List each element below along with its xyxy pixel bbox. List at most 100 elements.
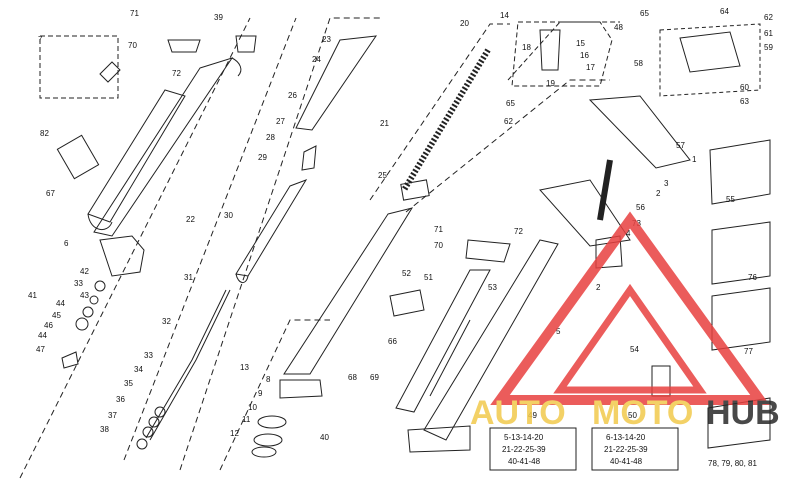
label-27: 27 (276, 117, 285, 126)
bottom-right-label: 78, 79, 80, 81 (708, 459, 757, 468)
label-70b: 70 (434, 241, 443, 250)
label-18: 18 (522, 43, 531, 52)
label-54: 54 (630, 345, 639, 354)
label-48: 48 (614, 23, 623, 32)
label-19: 19 (546, 79, 555, 88)
label-32: 32 (162, 317, 171, 326)
label-53: 53 (488, 283, 497, 292)
label-3: 3 (664, 179, 669, 188)
label-77: 77 (744, 347, 753, 356)
label-7: 7 (38, 35, 43, 44)
label-52: 52 (402, 269, 411, 278)
info-box-49: 49 5-13-14-20 21-22-25-39 40-41-48 (502, 411, 546, 466)
label-45: 45 (52, 311, 61, 320)
watermark-auto: AUTO (470, 394, 566, 432)
box-50-line-1: 6-13-14-20 (606, 433, 646, 442)
label-37: 37 (108, 411, 117, 420)
watermark-triangle-inner (553, 283, 707, 394)
label-4: 4 (626, 229, 631, 238)
label-42: 42 (80, 267, 89, 276)
label-group-c1: 71 70 72 39 7 82 67 6 42 33 43 44 45 46 … (28, 9, 223, 354)
label-61: 61 (764, 29, 773, 38)
label-46: 46 (44, 321, 53, 330)
label-5: 5 (556, 327, 561, 336)
box-49-line-2: 21-22-25-39 (502, 445, 546, 454)
label-76: 76 (748, 273, 757, 282)
label-51: 51 (424, 273, 433, 282)
label-33: 33 (74, 279, 83, 288)
label-44b: 44 (38, 331, 47, 340)
label-64: 64 (720, 7, 729, 16)
label-71b: 71 (434, 225, 443, 234)
label-33b: 33 (144, 351, 153, 360)
label-11: 11 (242, 415, 251, 424)
label-16: 16 (580, 51, 589, 60)
label-67: 67 (46, 189, 55, 198)
label-56: 56 (636, 203, 645, 212)
label-10: 10 (248, 403, 257, 412)
label-43: 43 (80, 291, 89, 300)
watermark-triangle-outer (490, 211, 770, 405)
box-49-number: 49 (528, 411, 537, 420)
label-15: 15 (576, 39, 585, 48)
box-50-line-3: 40-41-48 (610, 457, 643, 466)
label-14: 14 (500, 11, 509, 20)
label-22: 22 (186, 215, 195, 224)
watermark-moto: MOTO (592, 394, 693, 432)
label-group-c6: 65 64 62 61 59 58 60 63 55 76 77 54 (630, 7, 773, 356)
label-35: 35 (124, 379, 133, 388)
label-1: 1 (692, 155, 697, 164)
box-49-line-1: 5-13-14-20 (504, 433, 544, 442)
label-13: 13 (240, 363, 249, 372)
label-26: 26 (288, 91, 297, 100)
box-50-line-2: 21-22-25-39 (604, 445, 648, 454)
label-8: 8 (266, 375, 271, 384)
label-21: 21 (380, 119, 389, 128)
label-2b: 2 (596, 283, 601, 292)
label-58: 58 (634, 59, 643, 68)
label-38: 38 (100, 425, 109, 434)
label-group-c5: 71 70 72 52 51 53 66 68 69 40 (320, 225, 523, 442)
label-70: 70 (128, 41, 137, 50)
label-62: 62 (504, 117, 513, 126)
label-59: 59 (764, 43, 773, 52)
label-62b: 62 (764, 13, 773, 22)
label-group-c2: 22 26 27 28 29 30 23 24 31 32 33 34 35 3… (100, 35, 331, 434)
info-box-50: 50 6-13-14-20 21-22-25-39 40-41-48 (604, 411, 648, 466)
label-66: 66 (388, 337, 397, 346)
label-31: 31 (184, 273, 193, 282)
box-49-line-3: 40-41-48 (508, 457, 541, 466)
label-23: 23 (322, 35, 331, 44)
label-24: 24 (312, 55, 321, 64)
label-30: 30 (224, 211, 233, 220)
label-9: 9 (258, 389, 263, 398)
label-40: 40 (320, 433, 329, 442)
label-55: 55 (726, 195, 735, 204)
label-69: 69 (370, 373, 379, 382)
label-group-c3: 20 21 25 13 8 9 10 11 12 (230, 19, 469, 438)
label-68: 68 (348, 373, 357, 382)
label-25: 25 (378, 171, 387, 180)
label-72: 72 (172, 69, 181, 78)
label-29: 29 (258, 153, 267, 162)
label-47: 47 (36, 345, 45, 354)
label-71: 71 (130, 9, 139, 18)
label-36: 36 (116, 395, 125, 404)
label-60: 60 (740, 83, 749, 92)
automotohub-watermark: AUTO MOTO HUB (470, 211, 780, 432)
label-34: 34 (134, 365, 143, 374)
label-6: 6 (64, 239, 69, 248)
label-82: 82 (40, 129, 49, 138)
box-50-number: 50 (628, 411, 637, 420)
label-28: 28 (266, 133, 275, 142)
label-57: 57 (676, 141, 685, 150)
label-2: 2 (656, 189, 661, 198)
label-12: 12 (230, 429, 239, 438)
label-63: 63 (740, 97, 749, 106)
label-group-c4: 14 18 15 16 17 19 48 65 62 1 57 3 2 56 7… (500, 11, 697, 336)
label-17: 17 (586, 63, 595, 72)
label-44: 44 (56, 299, 65, 308)
label-39: 39 (214, 13, 223, 22)
